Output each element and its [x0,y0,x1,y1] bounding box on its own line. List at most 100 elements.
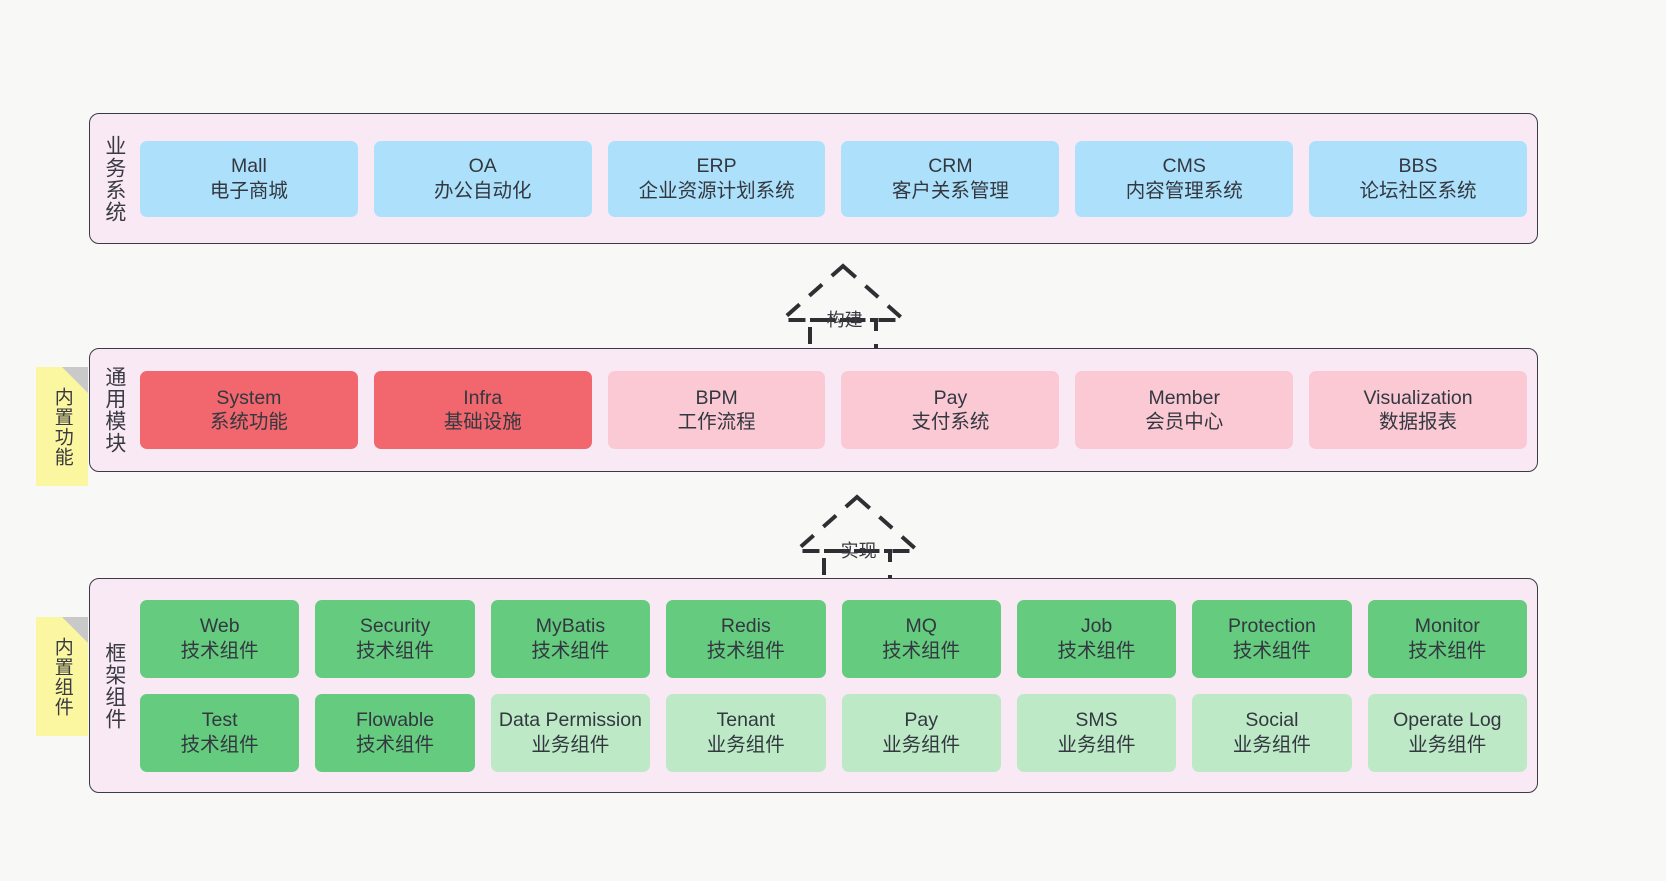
module-card-system[interactable]: System 系统功能 [140,371,358,449]
component-card-name: Data Permission [498,709,642,732]
component-card-subtitle: 技术组件 [1057,639,1136,662]
folded-corner-icon [62,367,88,393]
component-card-name: SMS [1075,709,1118,732]
component-card-social[interactable]: Social 业务组件 [1192,693,1352,772]
module-card-subtitle: 内容管理系统 [1125,179,1243,202]
module-card-crm[interactable]: CRM 客户关系管理 [841,140,1060,217]
connector-label: 实现 [840,541,877,561]
layer-common-module[interactable]: 通用模块 System 系统功能 Infra 基础设施 BPM 工作流程 Pay… [89,348,1538,472]
component-card-name: Pay [904,709,938,732]
component-card-name: Test [201,709,238,732]
component-card-name: Web [199,615,240,638]
component-card-subtitle: 技术组件 [1232,639,1311,662]
component-card-subtitle: 业务组件 [882,733,961,756]
sticky-note-label: 内置功能 [51,386,73,467]
layer-business-system[interactable]: 业务系统 Mall 电子商城 OA 办公自动化 ERP 企业资源计划系统 CRM… [89,113,1538,244]
component-card-subtitle: 业务组件 [706,733,785,756]
module-card-erp[interactable]: ERP 企业资源计划系统 [607,140,826,217]
module-card-name: Member [1148,386,1220,409]
component-card-name: Monitor [1414,615,1480,638]
component-card-subtitle: 业务组件 [1408,733,1487,756]
module-card-subtitle: 数据报表 [1379,411,1458,433]
layer-row: System 系统功能 Infra 基础设施 BPM 工作流程 Pay 支付系统… [140,371,1527,449]
layer-row: Test 技术组件 Flowable 技术组件 Data Permission … [140,693,1527,772]
component-card-test[interactable]: Test 技术组件 [140,693,300,772]
component-card-subtitle: 业务组件 [1057,733,1136,756]
component-card-subtitle: 技术组件 [180,733,259,756]
component-card-name: MQ [905,615,937,638]
component-card-tenant[interactable]: Tenant 业务组件 [666,693,826,772]
component-card-name: Flowable [356,709,435,732]
module-card-infra[interactable]: Infra 基础设施 [373,371,592,449]
component-card-monitor[interactable]: Monitor 技术组件 [1367,599,1527,678]
module-card-name: OA [468,155,497,178]
component-card-mq[interactable]: MQ 技术组件 [841,599,1001,678]
module-card-pay[interactable]: Pay 支付系统 [841,371,1060,449]
layer-title-framework-component: 框架组件 [102,641,126,730]
component-card-sms[interactable]: SMS 业务组件 [1016,693,1177,772]
module-card-subtitle: 客户关系管理 [891,179,1009,202]
module-card-name: BPM [695,386,738,409]
module-card-visualization[interactable]: Visualization 数据报表 [1309,371,1527,449]
component-card-subtitle: 技术组件 [882,639,961,662]
sticky-note-built-in-components[interactable]: 内置组件 [36,617,88,736]
component-card-security[interactable]: Security 技术组件 [315,599,475,678]
module-card-subtitle: 系统功能 [209,411,288,433]
module-card-subtitle: 基础设施 [443,411,522,433]
module-card-subtitle: 论坛社区系统 [1359,179,1477,202]
module-card-cms[interactable]: CMS 内容管理系统 [1075,140,1294,217]
layer-row: Mall 电子商城 OA 办公自动化 ERP 企业资源计划系统 CRM 客户关系… [140,140,1527,217]
module-card-name: Mall [231,155,267,178]
module-card-oa[interactable]: OA 办公自动化 [373,140,592,217]
module-card-mall[interactable]: Mall 电子商城 [140,140,358,217]
layer-framework-component[interactable]: 框架组件 Web 技术组件 Security 技术组件 MyBatis 技术组件… [89,578,1538,793]
module-card-name: Visualization [1363,386,1473,409]
module-card-name: Pay [933,386,968,409]
connector-label: 构建 [826,310,863,330]
layer-body-business-system: Mall 电子商城 OA 办公自动化 ERP 企业资源计划系统 CRM 客户关系… [138,114,1537,243]
module-card-subtitle: 会员中心 [1145,411,1224,433]
layer-body-common-module: System 系统功能 Infra 基础设施 BPM 工作流程 Pay 支付系统… [138,349,1537,471]
component-card-subtitle: 技术组件 [180,639,259,662]
module-card-name: ERP [696,155,737,178]
folded-corner-icon [62,617,88,643]
module-card-name: Infra [463,386,503,409]
component-card-job[interactable]: Job 技术组件 [1016,599,1177,678]
component-card-name: Security [359,615,431,638]
layer-title-common-module: 通用模块 [102,366,126,454]
module-card-bbs[interactable]: BBS 论坛社区系统 [1309,140,1527,217]
module-card-name: CRM [928,155,973,178]
sticky-note-label: 内置组件 [51,636,73,717]
component-card-redis[interactable]: Redis 技术组件 [666,599,826,678]
module-card-bpm[interactable]: BPM 工作流程 [607,371,826,449]
component-card-subtitle: 业务组件 [531,733,610,756]
component-card-pay[interactable]: Pay 业务组件 [841,693,1001,772]
module-card-name: BBS [1398,155,1438,178]
component-card-name: Protection [1228,615,1316,638]
layer-row: Web 技术组件 Security 技术组件 MyBatis 技术组件 Redi… [140,599,1527,678]
module-card-subtitle: 电子商城 [209,179,288,202]
component-card-name: Operate Log [1393,709,1502,732]
module-card-name: System [216,386,282,409]
component-card-operate-log[interactable]: Operate Log 业务组件 [1367,693,1527,772]
module-card-subtitle: 办公自动化 [433,179,532,202]
component-card-subtitle: 业务组件 [1232,733,1311,756]
connector-build: 构建 [758,258,928,358]
component-card-web[interactable]: Web 技术组件 [140,599,300,678]
component-card-data-permission[interactable]: Data Permission 业务组件 [490,693,651,772]
component-card-flowable[interactable]: Flowable 技术组件 [315,693,475,772]
sticky-note-built-in-features[interactable]: 内置功能 [36,367,88,486]
component-card-subtitle: 技术组件 [1408,639,1487,662]
component-card-subtitle: 技术组件 [356,639,435,662]
component-card-name: Tenant [716,709,776,732]
component-card-name: MyBatis [535,615,606,638]
layer-body-framework-component: Web 技术组件 Security 技术组件 MyBatis 技术组件 Redi… [138,579,1537,792]
module-card-name: CMS [1162,155,1206,178]
component-card-mybatis[interactable]: MyBatis 技术组件 [490,599,651,678]
component-card-protection[interactable]: Protection 技术组件 [1192,599,1352,678]
module-card-subtitle: 工作流程 [677,411,756,433]
component-card-name: Social [1245,709,1299,732]
module-card-member[interactable]: Member 会员中心 [1075,371,1294,449]
component-card-name: Redis [720,615,771,638]
module-card-subtitle: 支付系统 [911,411,990,433]
